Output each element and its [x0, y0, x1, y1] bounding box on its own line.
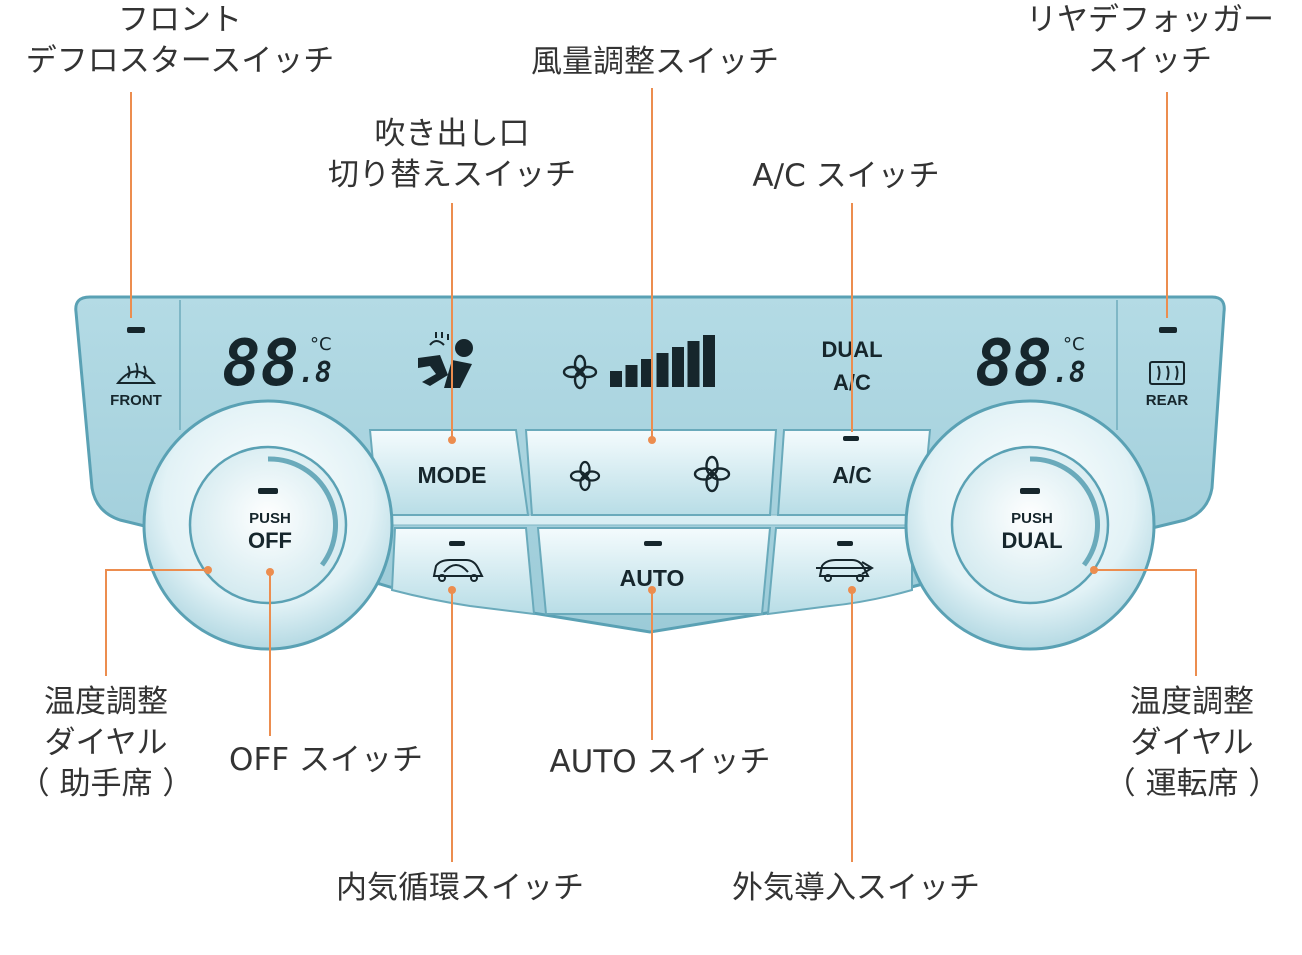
- callout-line: リヤデフォッガー: [1026, 2, 1274, 38]
- fresh-air-indicator: [837, 541, 853, 546]
- recirculation-button[interactable]: [390, 527, 536, 616]
- callout-front-defroster: フロント デフロスタースイッチ: [26, 0, 334, 82]
- callout-line: ダイヤル: [44, 725, 168, 761]
- right-dial-push-label: PUSH: [1011, 510, 1053, 527]
- right-dial-indicator: [1020, 488, 1040, 494]
- callout-ac: A/C スイッチ: [752, 156, 939, 197]
- leader-lines: [105, 88, 1197, 862]
- fan-speed-bars: [610, 335, 715, 387]
- callout-line: スイッチ: [1088, 43, 1212, 79]
- callout-auto: AUTO スイッチ: [549, 742, 770, 783]
- ac-button[interactable]: A/C: [776, 429, 932, 516]
- right-temp-digits: 88: [975, 327, 1052, 401]
- fan-speed-bar: [687, 341, 700, 387]
- rear-defogger-icon: [1149, 361, 1185, 385]
- right-dial-arc: [1029, 456, 1100, 567]
- front-defroster-indicator: [127, 327, 145, 333]
- left-dial-off-label[interactable]: OFF: [248, 528, 292, 553]
- callout-line: AUTO スイッチ: [549, 744, 771, 780]
- fan-high-icon: [693, 455, 731, 493]
- left-temp-digits: 88: [222, 327, 299, 401]
- fan-speed-bar: [610, 371, 622, 387]
- callout-temp-dial-passenger: 温度調整 ダイヤル （ 助手席 ）: [19, 682, 194, 805]
- right-temp-decimal: .8: [1052, 356, 1086, 389]
- mode-button-label: MODE: [418, 462, 487, 488]
- right-temp-unit: °C: [1063, 334, 1085, 355]
- fan-speed-bar: [672, 347, 684, 387]
- fresh-air-button[interactable]: [766, 527, 913, 616]
- left-temp-unit: °C: [310, 334, 332, 355]
- button-divider-bar: [379, 514, 921, 526]
- callout-line: デフロスタースイッチ: [25, 43, 335, 79]
- left-dial-indicator: [258, 488, 278, 494]
- ac-button-label: A/C: [832, 462, 872, 488]
- callout-line: ダイヤル: [1130, 725, 1254, 761]
- callout-off: OFF スイッチ: [229, 740, 423, 781]
- rear-defogger-indicator: [1159, 327, 1177, 333]
- fan-speed-bar: [656, 353, 669, 387]
- callout-recirculation: 内気循環スイッチ: [336, 868, 584, 909]
- fan-low-icon: [569, 460, 601, 492]
- callout-airflow-mode: 吹き出し口 切り替えスイッチ: [328, 114, 576, 196]
- left-dial-push-label: PUSH: [249, 510, 291, 527]
- callout-line: （ 助手席 ）: [18, 766, 194, 802]
- auto-button[interactable]: AUTO: [536, 527, 772, 615]
- recirculation-icon: [432, 559, 484, 582]
- mode-button[interactable]: MODE: [368, 429, 530, 516]
- callout-line: 外気導入スイッチ: [732, 870, 980, 906]
- right-temp-dial[interactable]: PUSH DUAL: [904, 399, 1156, 651]
- leader-dots: [204, 436, 1098, 594]
- front-defroster-label: FRONT: [110, 392, 162, 409]
- fan-speed-button[interactable]: [524, 429, 778, 516]
- recirculation-indicator: [449, 541, 465, 546]
- fan-speed-bar: [641, 359, 653, 387]
- right-dial-dual-label[interactable]: DUAL: [1001, 528, 1062, 553]
- left-temp-dial[interactable]: PUSH OFF: [142, 399, 394, 651]
- fan-display-icon: [562, 354, 598, 390]
- callout-line: 温度調整: [44, 684, 168, 720]
- callout-line: フロント: [117, 2, 242, 38]
- callout-rear-defogger: リヤデフォッガー スイッチ: [1026, 0, 1274, 82]
- callout-line: 温度調整: [1130, 684, 1254, 720]
- callout-fan-speed: 風量調整スイッチ: [531, 42, 779, 83]
- left-dial-arc: [267, 456, 338, 567]
- callout-temp-dial-driver: 温度調整 ダイヤル （ 運転席 ）: [1105, 682, 1280, 805]
- leader-temp-dial-passenger: [105, 569, 208, 676]
- callout-line: 風量調整スイッチ: [531, 44, 779, 80]
- fan-speed-bar: [625, 365, 638, 387]
- callout-line: 切り替えスイッチ: [328, 157, 576, 193]
- callout-line: OFF スイッチ: [229, 742, 423, 778]
- leader-temp-dial-driver: [1094, 569, 1197, 676]
- rear-defogger-label: REAR: [1146, 392, 1189, 409]
- ac-indicator: [843, 436, 859, 441]
- callout-fresh-air: 外気導入スイッチ: [732, 868, 980, 909]
- fresh-air-icon: [816, 559, 874, 582]
- callout-line: 吹き出し口: [374, 116, 530, 152]
- callout-line: 内気循環スイッチ: [336, 870, 584, 906]
- callout-line: A/C スイッチ: [752, 158, 940, 194]
- left-temp-decimal: .8: [298, 356, 332, 389]
- callout-line: （ 運転席 ）: [1104, 766, 1280, 802]
- front-defroster-icon: [115, 362, 157, 384]
- auto-indicator: [644, 541, 662, 546]
- fan-speed-bar: [703, 335, 715, 387]
